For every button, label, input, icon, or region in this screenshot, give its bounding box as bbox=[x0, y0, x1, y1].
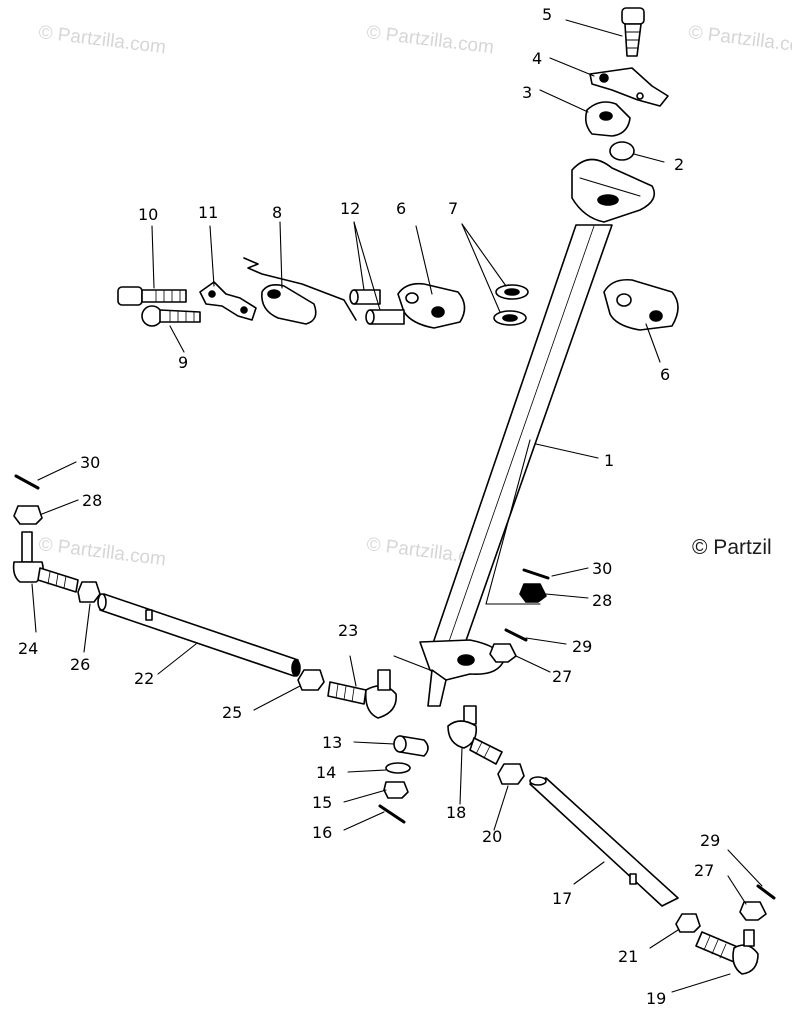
tie-rod bbox=[529, 776, 679, 907]
callout-number: 7 bbox=[448, 199, 458, 218]
callout-number: 25 bbox=[222, 703, 242, 722]
jam-nut bbox=[497, 763, 525, 785]
callout-number: 11 bbox=[198, 203, 218, 222]
callout-number: 16 bbox=[312, 823, 332, 842]
callout-number: 1 bbox=[604, 451, 614, 470]
callout-number: 20 bbox=[482, 827, 502, 846]
castle-nut bbox=[739, 901, 767, 921]
callout-number: 17 bbox=[552, 889, 572, 908]
tie-rod-end bbox=[12, 531, 79, 593]
cotter-pin bbox=[378, 804, 406, 824]
cotter-pin bbox=[14, 474, 40, 490]
lock-plate bbox=[199, 281, 257, 321]
cotter-pin bbox=[756, 884, 776, 900]
jam-nut bbox=[77, 581, 101, 603]
jam-nut bbox=[675, 913, 701, 933]
callout-number: 28 bbox=[82, 491, 102, 510]
bolt-part bbox=[117, 286, 187, 306]
callout-number: 13 bbox=[322, 733, 342, 752]
callout-number: 19 bbox=[646, 989, 666, 1008]
callout-number: 10 bbox=[138, 205, 158, 224]
jam-nut bbox=[297, 669, 325, 691]
castle-nut bbox=[489, 643, 517, 663]
cotter-pin bbox=[522, 568, 550, 580]
callout-number: 27 bbox=[552, 667, 572, 686]
callout-number: 26 bbox=[70, 655, 90, 674]
callout-number: 15 bbox=[312, 793, 332, 812]
callout-number: 29 bbox=[572, 637, 592, 656]
callout-number: 2 bbox=[674, 155, 684, 174]
tie-rod bbox=[97, 593, 301, 677]
callout-number: 21 bbox=[618, 947, 638, 966]
callout-number: 14 bbox=[316, 763, 336, 782]
callout-number: 30 bbox=[592, 559, 612, 578]
tie-rod-end bbox=[447, 705, 503, 765]
callout-number: 5 bbox=[542, 5, 552, 24]
collar-part bbox=[369, 309, 405, 325]
washer-part bbox=[385, 762, 411, 774]
bushing-part bbox=[609, 141, 635, 161]
callout-number: 3 bbox=[522, 83, 532, 102]
callout-number: 8 bbox=[272, 203, 282, 222]
castle-nut bbox=[13, 505, 43, 525]
watermark: © Partzil bbox=[692, 536, 772, 559]
callout-number: 9 bbox=[178, 353, 188, 372]
callout-number: 6 bbox=[660, 365, 670, 384]
castle-nut bbox=[383, 781, 409, 799]
column-clamp-right bbox=[603, 278, 679, 331]
lock-plate bbox=[589, 67, 669, 107]
callout-number: 29 bbox=[700, 831, 720, 850]
callout-number: 30 bbox=[80, 453, 100, 472]
bolt-part bbox=[141, 305, 201, 327]
column-clamp-left bbox=[397, 282, 466, 329]
leader-lines bbox=[31, 19, 763, 993]
bolt-part bbox=[621, 7, 645, 57]
callout-number: 18 bbox=[446, 803, 466, 822]
steering-column bbox=[419, 158, 656, 707]
tie-rod-end bbox=[695, 929, 759, 975]
callout-number: 4 bbox=[532, 49, 542, 68]
callout-number: 6 bbox=[396, 199, 406, 218]
callout-number: 24 bbox=[18, 639, 38, 658]
callout-number: 12 bbox=[340, 199, 360, 218]
callout-number: 28 bbox=[592, 591, 612, 610]
cotter-pin bbox=[504, 628, 528, 642]
callout-number: 22 bbox=[134, 669, 154, 688]
callout-number: 27 bbox=[694, 861, 714, 880]
tie-rod-end bbox=[327, 669, 397, 719]
callout-number: 23 bbox=[338, 621, 358, 640]
castle-nut bbox=[519, 583, 547, 603]
cable-bracket bbox=[243, 257, 357, 325]
callout-labels: 5 4 3 2 1 6 6 7 12 8 11 10 9 30 28 24 26… bbox=[18, 5, 720, 1008]
